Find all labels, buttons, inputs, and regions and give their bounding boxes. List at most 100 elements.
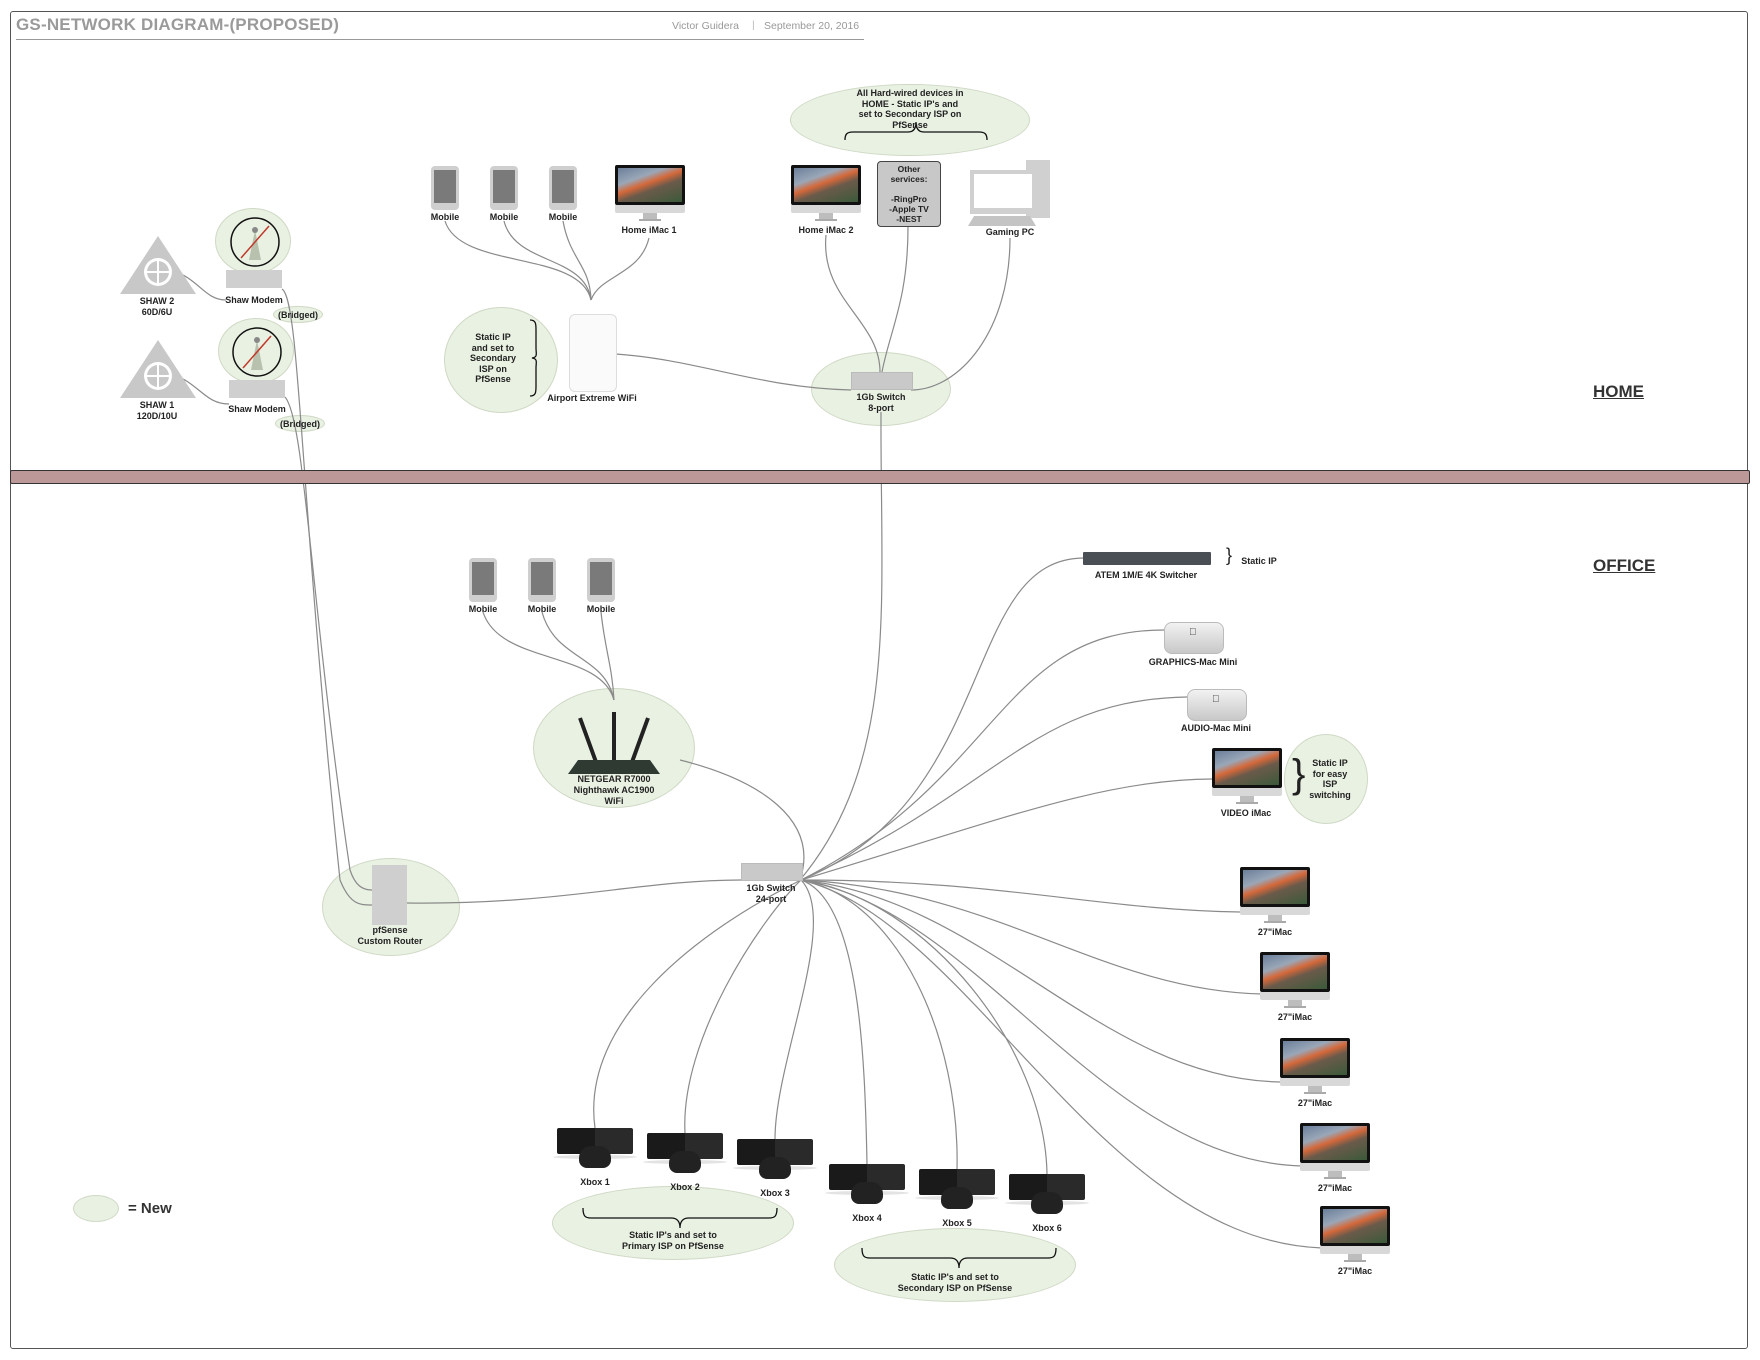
mobile-icon-home-2 bbox=[490, 166, 518, 210]
title-rule bbox=[16, 39, 864, 40]
wifi-disabled-icon-shaw1 bbox=[232, 327, 282, 377]
imac-icon-office-4 bbox=[1300, 1123, 1370, 1181]
wire-office-mobile1 bbox=[482, 611, 615, 701]
imac-icon-office-5 bbox=[1320, 1206, 1390, 1264]
modem-label-shaw1: Shaw Modem bbox=[228, 404, 286, 414]
isp-speed-shaw2: 60D/6U bbox=[141, 307, 173, 317]
home-switch-label-2: 8-port bbox=[868, 403, 894, 413]
wire-home-mobile1 bbox=[444, 220, 592, 301]
mobile-icon-home-3 bbox=[549, 166, 577, 210]
brace-airport-note bbox=[529, 319, 537, 397]
wire-switch-imac5 bbox=[800, 879, 1323, 1249]
new-ellipse-bridged-2 bbox=[273, 306, 323, 323]
wire-switch-imac4 bbox=[800, 879, 1303, 1167]
wire-switch-xbox4 bbox=[800, 879, 868, 1165]
wifi-disabled-icon-shaw2 bbox=[230, 217, 280, 267]
netgear-router-icon bbox=[568, 712, 660, 774]
wire-switch-audio bbox=[800, 696, 1188, 881]
legend-new-label: = New bbox=[128, 1200, 172, 1217]
diagram-frame bbox=[10, 11, 1748, 1349]
atem-note: Static IP bbox=[1241, 556, 1277, 566]
wire-switch-imac2 bbox=[800, 879, 1263, 995]
wire-imac2-switch bbox=[825, 234, 881, 373]
wire-switch-xbox5 bbox=[800, 879, 958, 1170]
wire-switch-video bbox=[800, 778, 1213, 881]
home-office-divider bbox=[10, 470, 1750, 484]
home-wired-note: All Hard-wired devices in HOME - Static … bbox=[856, 88, 964, 130]
gaming-pc-icon bbox=[968, 160, 1050, 226]
wire-office-mobile3 bbox=[600, 611, 615, 701]
imac-icon-office-3 bbox=[1280, 1038, 1350, 1096]
imac-icon-office-2 bbox=[1260, 952, 1330, 1010]
wire-pfsense-switch bbox=[406, 879, 742, 904]
audio-label: AUDIO-Mac Mini bbox=[1180, 723, 1252, 733]
wire-modem1-pfsense bbox=[284, 396, 373, 891]
secondary-isp-note: Static IP's and set to Secondary ISP on … bbox=[897, 1272, 1013, 1293]
gaming-pc-label: Gaming PC bbox=[985, 227, 1035, 237]
wire-modem2-pfsense bbox=[281, 288, 373, 906]
office-switch-label-1: 1Gb Switch bbox=[746, 883, 796, 893]
pfsense-label-1: pfSense bbox=[372, 925, 408, 935]
xbox-icon-2 bbox=[643, 1133, 727, 1179]
netgear-label-2: Nighthawk AC1900 bbox=[573, 785, 655, 795]
wire-switch-graphics bbox=[800, 629, 1165, 881]
mobile-icon-office-2 bbox=[528, 558, 556, 602]
brace-home-wired bbox=[844, 121, 988, 141]
brace-secondary bbox=[861, 1247, 1057, 1269]
legend-new-swatch bbox=[73, 1195, 119, 1222]
imac-icon-office-1 bbox=[1240, 867, 1310, 925]
isp-tower-icon-shaw2 bbox=[120, 236, 196, 294]
pfsense-label-2: Custom Router bbox=[357, 936, 423, 946]
imac-label-office-4: 27"iMac bbox=[1317, 1183, 1353, 1193]
wire-home-mobile2 bbox=[503, 220, 592, 301]
imac-icon-home-2 bbox=[791, 165, 861, 223]
wire-switch-imac1 bbox=[800, 879, 1241, 913]
isp-name-shaw1: SHAW 1 bbox=[139, 400, 175, 410]
imac-label-office-1: 27"iMac bbox=[1257, 927, 1293, 937]
wire-home-imac1 bbox=[590, 237, 650, 301]
netgear-label-1: NETGEAR R7000 bbox=[577, 774, 651, 784]
video-brace: } bbox=[1292, 752, 1306, 796]
xbox-icon-6 bbox=[1005, 1174, 1089, 1220]
xbox-icon-4 bbox=[825, 1164, 909, 1210]
wire-netgear-switch bbox=[679, 759, 805, 881]
mobile-icon-office-3 bbox=[587, 558, 615, 602]
video-imac-label: VIDEO iMac bbox=[1220, 808, 1272, 818]
xbox-label-5: Xbox 5 bbox=[942, 1218, 972, 1228]
imac-icon-video bbox=[1212, 748, 1282, 806]
date: September 20, 2016 bbox=[764, 20, 860, 32]
mobile-label-home-3: Mobile bbox=[548, 212, 578, 222]
xbox-icon-5 bbox=[915, 1169, 999, 1215]
isp-name-shaw2: SHAW 2 bbox=[139, 296, 175, 306]
home-switch-label-1: 1Gb Switch bbox=[856, 392, 906, 402]
mobile-label-office-3: Mobile bbox=[586, 604, 616, 614]
section-home-label: HOME bbox=[1593, 382, 1644, 401]
imac-label-office-2: 27"iMac bbox=[1277, 1012, 1313, 1022]
wire-switch-xbox1 bbox=[593, 879, 802, 1129]
modem-shaw1 bbox=[229, 380, 285, 398]
office-switch-icon bbox=[741, 863, 803, 881]
xbox-label-4: Xbox 4 bbox=[852, 1213, 882, 1223]
imac-label-office-5: 27"iMac bbox=[1337, 1266, 1373, 1276]
mobile-label-home-1: Mobile bbox=[430, 212, 460, 222]
section-office-label: OFFICE bbox=[1593, 556, 1656, 575]
new-ellipse-video-note bbox=[1284, 734, 1368, 824]
atem-label: ATEM 1M/E 4K Switcher bbox=[1094, 570, 1198, 580]
wire-switch-imac3 bbox=[800, 879, 1283, 1083]
new-ellipse-primary-note bbox=[552, 1186, 794, 1260]
video-note: Static IP for easy ISP switching bbox=[1309, 758, 1351, 800]
wire-airport-switch bbox=[615, 353, 852, 391]
brace-primary bbox=[582, 1207, 778, 1229]
pfsense-server-icon bbox=[372, 865, 407, 925]
mobile-icon-home-1 bbox=[431, 166, 459, 210]
graphics-label: GRAPHICS-Mac Mini bbox=[1148, 657, 1238, 667]
airport-label: Airport Extreme WiFi bbox=[547, 393, 637, 403]
mobile-label-office-2: Mobile bbox=[527, 604, 557, 614]
netgear-label-3: WiFi bbox=[604, 796, 624, 806]
wire-switch-atem bbox=[800, 557, 1084, 881]
xbox-label-6: Xbox 6 bbox=[1032, 1223, 1062, 1233]
bridged-label-shaw2: (Bridged) bbox=[278, 310, 318, 320]
wire-office-mobile2 bbox=[541, 611, 615, 701]
wire-switch-xbox6 bbox=[800, 879, 1048, 1175]
xbox-label-1: Xbox 1 bbox=[580, 1177, 610, 1187]
